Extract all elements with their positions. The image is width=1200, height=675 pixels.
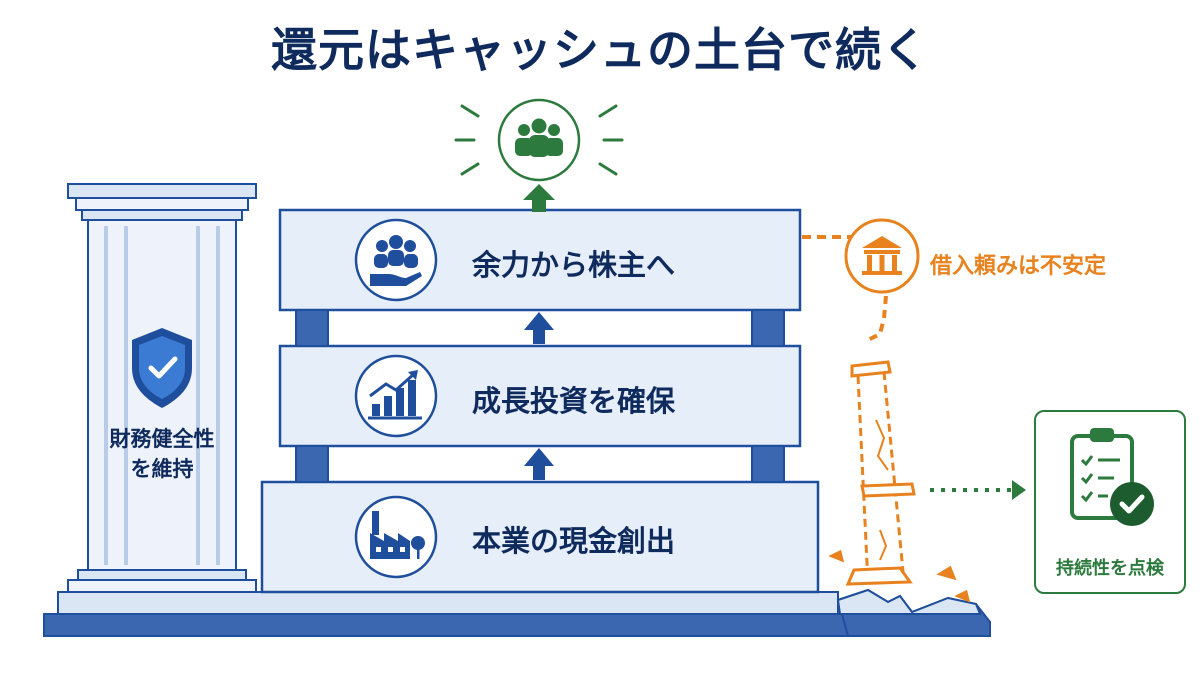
bank-icon bbox=[844, 218, 920, 294]
check-link-arrowhead bbox=[1012, 480, 1026, 500]
tier-label-bottom: 本業の現金創出 bbox=[472, 524, 676, 558]
up-arrow-icon bbox=[524, 312, 554, 480]
tier-supports bbox=[295, 309, 785, 483]
clipboard-check-icon bbox=[1070, 428, 1154, 526]
check-card: 持続性を点検 bbox=[1034, 410, 1186, 594]
hand-people-icon bbox=[354, 218, 438, 302]
up-arrow-icon bbox=[523, 184, 555, 212]
shield-check-icon bbox=[132, 328, 192, 408]
broken-pillar bbox=[828, 360, 971, 603]
tier-label-middle: 成長投資を確保 bbox=[472, 384, 676, 418]
tier-bottom-box bbox=[260, 480, 820, 594]
pillar-label-1: 財務健全性 bbox=[109, 427, 215, 451]
check-label: 持続性を点検 bbox=[1056, 558, 1164, 579]
borrowing-label: 借入頼みは不安定 bbox=[930, 254, 1107, 279]
broken-pillar-link bbox=[867, 295, 888, 342]
people-group-icon bbox=[497, 98, 581, 182]
foundation-base bbox=[43, 588, 991, 637]
radiating-lines bbox=[454, 104, 624, 176]
factory-icon bbox=[354, 495, 438, 579]
growth-chart-icon bbox=[354, 354, 438, 438]
page-title: 還元はキャッシュの土台で続く bbox=[271, 23, 929, 77]
pillar-column bbox=[67, 183, 257, 593]
pillar-label-2: を維持 bbox=[130, 457, 194, 481]
tier-label-top: 余力から株主へ bbox=[472, 248, 676, 282]
